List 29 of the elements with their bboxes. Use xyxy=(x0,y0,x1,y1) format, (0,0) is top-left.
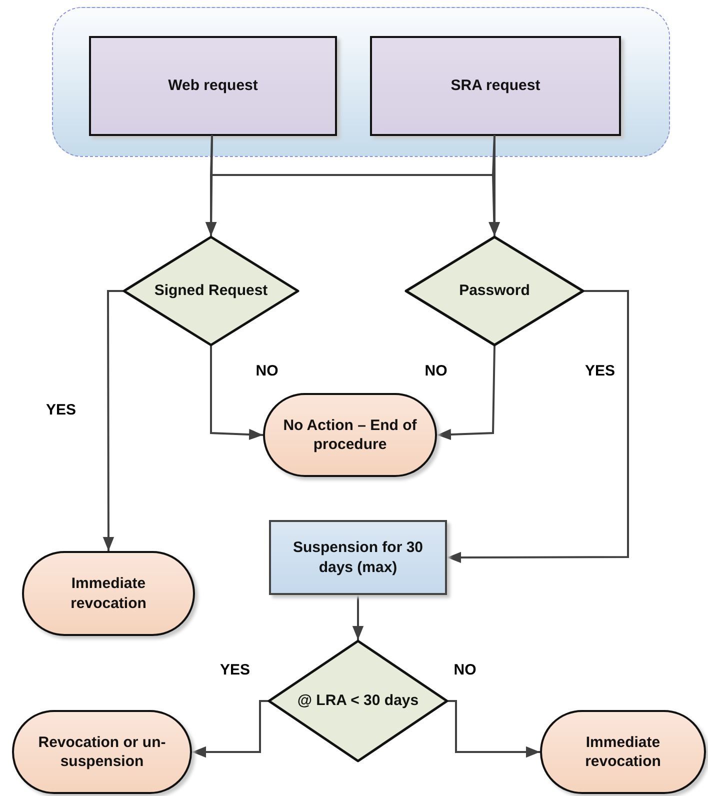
node-label: Signed Request xyxy=(154,281,268,301)
process-box xyxy=(89,36,337,136)
node-label: Web request xyxy=(168,76,258,96)
arrow xyxy=(192,700,268,758)
node-label: SRA request xyxy=(450,76,540,96)
node-label: Immediate revocation xyxy=(584,732,662,772)
arrow xyxy=(448,700,540,758)
arrow xyxy=(352,595,364,640)
terminator-shape xyxy=(22,551,195,636)
arrow xyxy=(488,135,500,236)
group-container xyxy=(52,7,670,157)
decision-diamond xyxy=(405,236,584,346)
arrow xyxy=(436,346,496,440)
terminator-shape xyxy=(540,710,706,794)
node-label: @ LRA < 30 days xyxy=(297,691,419,711)
node-label: Suspension for 30 days (max) xyxy=(292,538,424,577)
terminator-shape xyxy=(263,393,437,477)
node-label: No Action – End of procedure xyxy=(282,416,418,454)
decision-diamond xyxy=(268,640,448,762)
node-label: Immediate revocation xyxy=(70,574,148,613)
terminator-shape xyxy=(12,710,192,794)
node-label: Revocation or un-suspension xyxy=(37,732,167,772)
node-label: Password xyxy=(459,281,530,301)
process-box xyxy=(370,36,621,136)
arrow xyxy=(102,290,123,551)
arrow xyxy=(210,346,264,440)
process-box xyxy=(269,520,447,595)
decision-diamond xyxy=(123,236,299,346)
arrow xyxy=(447,290,629,564)
